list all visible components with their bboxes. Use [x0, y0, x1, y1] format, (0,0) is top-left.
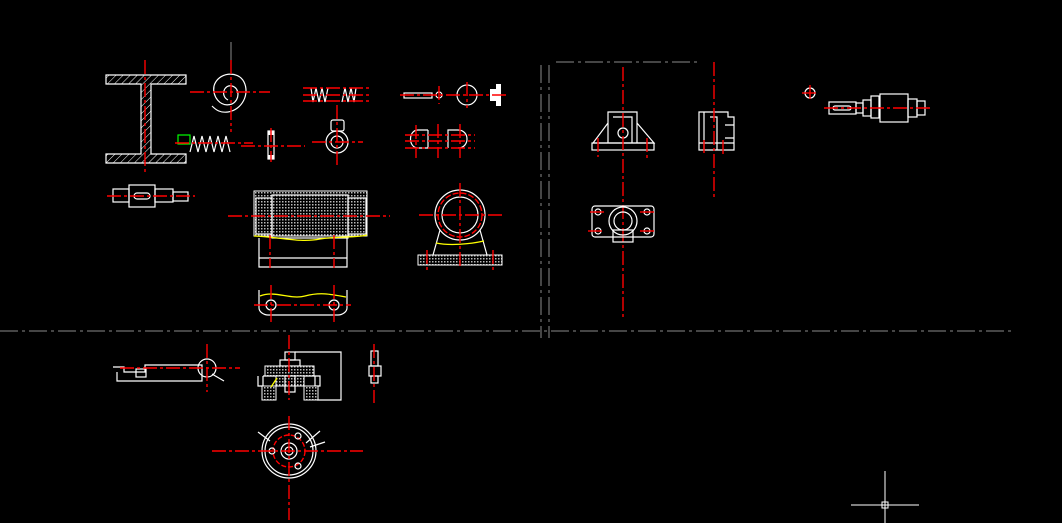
- clamp-assembly[interactable]: [257, 335, 342, 401]
- flange-disc[interactable]: [312, 105, 363, 168]
- keyed-shaft[interactable]: [107, 184, 195, 208]
- bolt-side-view[interactable]: [368, 344, 382, 403]
- pin-parts[interactable]: [400, 82, 507, 108]
- construction-lines: [0, 42, 1012, 338]
- bracket-side-view[interactable]: [698, 62, 735, 198]
- pillow-block[interactable]: [417, 183, 503, 271]
- lever-arm[interactable]: [113, 344, 240, 392]
- bracket-front-view[interactable]: [591, 67, 656, 318]
- spiral-spring[interactable]: [190, 60, 270, 132]
- link-plate[interactable]: [254, 285, 351, 323]
- spring-hooks[interactable]: [405, 124, 475, 158]
- bracket-top-view[interactable]: [588, 205, 657, 243]
- coil-spring[interactable]: [175, 134, 253, 153]
- stepped-shaft[interactable]: [802, 85, 932, 123]
- tension-springs[interactable]: [303, 87, 372, 103]
- washer-section[interactable]: [241, 128, 305, 162]
- flange-top-view[interactable]: [212, 416, 363, 520]
- i-beam-section[interactable]: [105, 60, 187, 173]
- crosshair-cursor-icon: [851, 471, 919, 523]
- housing-section[interactable]: [228, 190, 390, 268]
